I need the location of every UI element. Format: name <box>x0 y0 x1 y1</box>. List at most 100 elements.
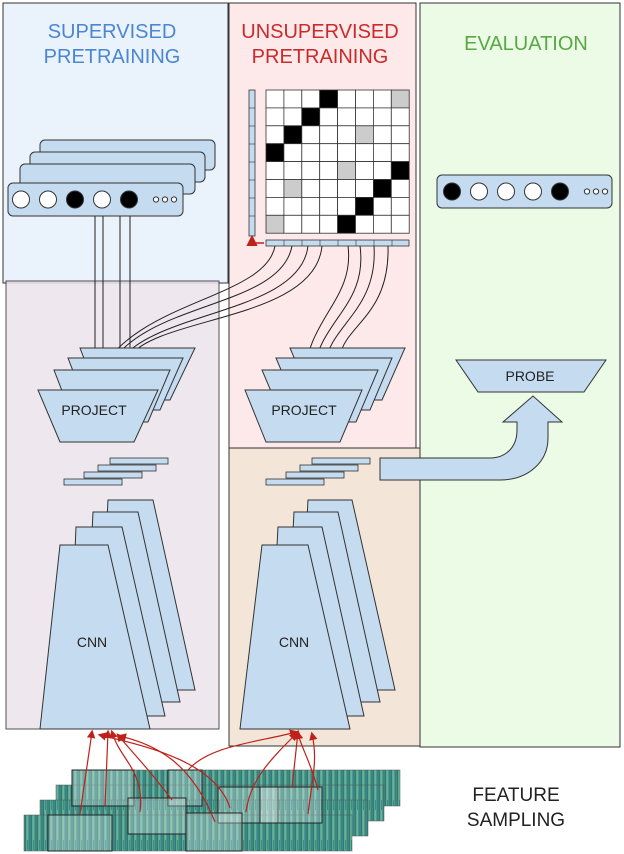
evaluation-label-empty-circle <box>524 182 542 201</box>
matrix-cell <box>372 107 392 127</box>
similarity-matrix <box>265 89 410 234</box>
matrix-cell <box>390 89 410 109</box>
supervised-label-ellipsis-dot <box>152 196 160 203</box>
matrix-cell <box>372 214 392 234</box>
matrix-cell <box>337 143 356 162</box>
matrix-cell <box>283 89 303 109</box>
supervised-title-line2: PRETRAINING <box>44 46 181 68</box>
matrix-cell <box>265 143 285 162</box>
matrix-cell <box>319 143 339 162</box>
matrix-cell <box>319 196 339 216</box>
embedding-stack-right <box>265 457 371 486</box>
probe-arrow <box>379 395 564 481</box>
matrix-cell <box>301 125 321 145</box>
matrix-cell <box>355 214 374 234</box>
probe-block <box>455 359 607 393</box>
matrix-cell <box>355 179 374 198</box>
matrix-cell <box>283 161 303 180</box>
matrix-cell <box>283 125 303 145</box>
matrix-cell <box>265 179 285 198</box>
matrix-cell <box>301 214 321 234</box>
matrix-cell <box>337 161 356 180</box>
supervised-label-empty-circle <box>39 190 57 209</box>
supervised-label-empty-circle <box>93 190 111 209</box>
matrix-cell <box>355 125 374 145</box>
matrix-cell <box>355 143 374 162</box>
evaluation-label-ellipsis-dot <box>601 188 609 195</box>
matrix-cell <box>372 179 392 198</box>
cnn-stack-right <box>239 499 396 730</box>
matrix-cell <box>265 161 285 180</box>
cnn-right-label: CNN <box>279 634 309 650</box>
matrix-cell <box>301 143 321 162</box>
sampling-arrows <box>79 729 319 823</box>
matrix-cell <box>265 214 285 234</box>
matrix-cell <box>319 161 339 180</box>
matrix-cell <box>355 107 374 127</box>
matrix-cell <box>372 143 392 162</box>
supervised-label-vector <box>12 190 178 209</box>
project-stack-left <box>37 347 196 443</box>
matrix-cell <box>390 214 410 234</box>
matrix-corner-red-arrow <box>246 234 264 246</box>
matrix-cell <box>283 214 303 234</box>
matrix-cell <box>265 125 285 145</box>
feature-sampling-line1: FEATURE <box>472 785 559 806</box>
matrix-cell <box>265 196 285 216</box>
matrix-cell <box>337 107 356 127</box>
matrix-cell <box>390 179 410 198</box>
evaluation-label-empty-circle <box>470 182 488 201</box>
matrix-cell <box>355 89 374 109</box>
matrix-cell <box>319 89 339 109</box>
matrix-cell <box>319 107 339 127</box>
matrix-cell <box>355 161 374 180</box>
matrix-cell <box>301 89 321 109</box>
matrix-cell <box>390 143 410 162</box>
spectrogram-stack <box>23 769 401 852</box>
matrix-cell <box>390 196 410 216</box>
evaluation-label-ellipsis-dot <box>592 188 600 195</box>
embedding-stack-left <box>63 457 169 486</box>
matrix-cell <box>337 214 356 234</box>
matrix-cell <box>372 196 392 216</box>
matrix-cell <box>337 179 356 198</box>
matrix-cell <box>283 179 303 198</box>
cnn-stack-left <box>39 499 196 730</box>
cnn-left-label: CNN <box>77 634 107 650</box>
project-right-label: PROJECT <box>271 402 337 418</box>
matrix-cell <box>337 89 356 109</box>
unsupervised-title-line1: UNSUPERVISED <box>241 21 398 43</box>
matrix-cell <box>390 125 410 145</box>
matrix-cell <box>390 161 410 180</box>
project-left-label: PROJECT <box>61 402 127 418</box>
supervised-label-empty-circle <box>12 190 30 209</box>
evaluation-label-filled-circle <box>551 182 569 201</box>
unsupervised-title-line2: PRETRAINING <box>252 46 389 68</box>
matrix-cell <box>283 143 303 162</box>
supervised-label-ellipsis-dot <box>161 196 169 203</box>
evaluation-label-filled-circle <box>443 182 461 201</box>
probe-label: PROBE <box>505 368 554 384</box>
matrix-cell <box>319 125 339 145</box>
similarity-matrix-vertical-vector <box>248 89 256 237</box>
feature-sampling-line2: SAMPLING <box>467 810 565 831</box>
matrix-cell <box>319 179 339 198</box>
matrix-cell <box>265 107 285 127</box>
project-stack-right <box>244 347 406 443</box>
matrix-cell <box>283 196 303 216</box>
evaluation-label-vector <box>443 182 609 201</box>
matrix-cell <box>372 89 392 109</box>
sampled-crops <box>47 769 323 852</box>
matrix-cell <box>337 196 356 216</box>
supervised-title-line1: SUPERVISED <box>48 21 177 43</box>
matrix-cell <box>283 107 303 127</box>
matrix-cell <box>390 107 410 127</box>
supervised-label-filled-circle <box>66 190 84 209</box>
supervised-label-stack <box>7 139 216 217</box>
supervised-label-ellipsis-dot <box>170 196 178 203</box>
evaluation-label-ellipsis-dot <box>583 188 591 195</box>
matrix-cell <box>301 161 321 180</box>
matrix-cell <box>301 179 321 198</box>
